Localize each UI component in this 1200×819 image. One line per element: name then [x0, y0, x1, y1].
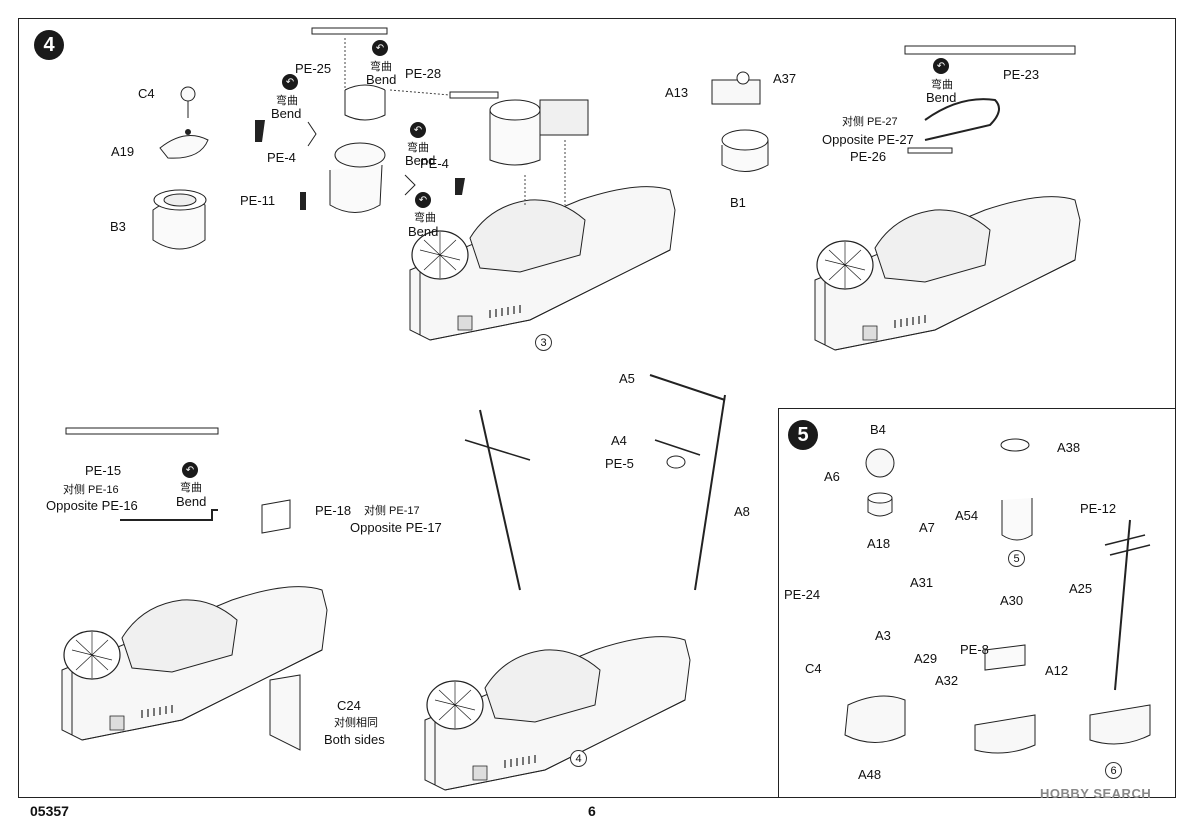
- bend-zh: 弯曲: [414, 212, 436, 224]
- label-pe16-en: Opposite PE-16: [46, 498, 138, 513]
- label-a3: A3: [875, 628, 891, 643]
- label-a31: A31: [910, 575, 934, 590]
- bend-icon: ↶: [182, 462, 198, 478]
- label-pe28: PE-28: [405, 66, 442, 81]
- bend-icon: ↶: [282, 74, 298, 90]
- label-pe18: PE-18: [315, 503, 352, 518]
- part-c4-drawing: [181, 87, 195, 118]
- label-a48: A48: [858, 767, 882, 782]
- bridge-parts-step3: [490, 100, 588, 205]
- label-pe12: PE-12: [1080, 501, 1117, 516]
- label-pe23: PE-23: [1003, 67, 1040, 82]
- pe15-rail-drawing: [66, 428, 300, 750]
- bend-icon: ↶: [372, 40, 388, 56]
- bend-en: Bend: [176, 494, 207, 509]
- bend-en: Bend: [408, 224, 439, 239]
- bend-en: Bend: [366, 72, 397, 87]
- label-a32: A32: [935, 673, 959, 688]
- product-code: 05357: [30, 803, 69, 819]
- label-b1: B1: [730, 195, 746, 210]
- step5-drawings: [845, 439, 1150, 753]
- turret-upper-drawing: [255, 28, 498, 213]
- bend-en: Bend: [405, 153, 436, 168]
- label-c24: C24: [337, 698, 361, 713]
- subassembly-3-marker: 3: [535, 334, 552, 351]
- label-pe4a: PE-4: [267, 150, 296, 165]
- label-c24-zh: 对侧相同: [334, 717, 378, 729]
- mast-drawing: [465, 375, 725, 590]
- label-pe26: PE-26: [850, 149, 887, 164]
- label-a19: A19: [111, 144, 135, 159]
- label-a54: A54: [955, 508, 979, 523]
- label-pe17-en: Opposite PE-17: [350, 520, 442, 535]
- label-c4-step5: C4: [805, 661, 822, 676]
- label-pe25: PE-25: [295, 61, 332, 76]
- label-pe15: PE-15: [85, 463, 122, 478]
- label-a13: A13: [665, 85, 689, 100]
- part-a19-drawing: [160, 129, 208, 158]
- ship-hull-step4-mast: [424, 636, 691, 791]
- label-a18: A18: [867, 536, 891, 551]
- pe23-rail-drawing: [905, 46, 1075, 153]
- subassembly-6-marker: 6: [1105, 762, 1122, 779]
- page-number: 6: [588, 803, 596, 819]
- a13-b1-drawing: [712, 72, 768, 172]
- label-a12: A12: [1045, 663, 1069, 678]
- label-b4: B4: [870, 422, 886, 437]
- ship-hull-step3: [409, 186, 676, 341]
- subassembly-4-marker: 4: [570, 750, 587, 767]
- bend-zh: 弯曲: [407, 142, 429, 154]
- label-pe24: PE-24: [784, 587, 821, 602]
- label-pe17-zh: 对侧 PE-17: [364, 505, 420, 517]
- part-b3-drawing: [153, 190, 206, 249]
- label-c24-en: Both sides: [324, 732, 385, 747]
- label-a7: A7: [919, 520, 935, 535]
- label-a38: A38: [1057, 440, 1081, 455]
- label-pe4b: PE-4: [420, 156, 449, 171]
- bend-icon: ↶: [933, 58, 949, 74]
- label-pe8: PE-8: [960, 642, 989, 657]
- label-b3: B3: [110, 219, 126, 234]
- label-a30: A30: [1000, 593, 1024, 608]
- step-4-badge: 4: [34, 30, 64, 60]
- ship-hull-step4-right: [814, 196, 1081, 351]
- label-a5: A5: [619, 371, 635, 386]
- bend-en: Bend: [271, 106, 302, 121]
- label-pe27-zh: 对侧 PE-27: [842, 116, 898, 128]
- subassembly-5-marker: 5: [1008, 550, 1025, 567]
- bend-zh: 弯曲: [180, 482, 202, 494]
- label-pe5: PE-5: [605, 456, 634, 471]
- bend-zh: 弯曲: [276, 95, 298, 107]
- label-pe16-zh: 对侧 PE-16: [63, 484, 119, 496]
- bend-en: Bend: [926, 90, 957, 105]
- bend-icon: ↶: [410, 122, 426, 138]
- label-a25: A25: [1069, 581, 1093, 596]
- bend-icon: ↶: [415, 192, 431, 208]
- label-a29: A29: [914, 651, 938, 666]
- label-a6: A6: [824, 469, 840, 484]
- bend-zh: 弯曲: [931, 79, 953, 91]
- label-pe11: PE-11: [240, 193, 276, 208]
- label-pe27-en: Opposite PE-27: [822, 132, 914, 147]
- label-a4: A4: [611, 433, 627, 448]
- step5-panel: [778, 408, 1176, 798]
- bend-zh: 弯曲: [370, 61, 392, 73]
- step-5-badge: 5: [788, 420, 818, 450]
- label-c4: C4: [138, 86, 155, 101]
- label-a37: A37: [773, 71, 797, 86]
- watermark: HOBBY SEARCH: [1040, 786, 1152, 801]
- label-a8: A8: [734, 504, 750, 519]
